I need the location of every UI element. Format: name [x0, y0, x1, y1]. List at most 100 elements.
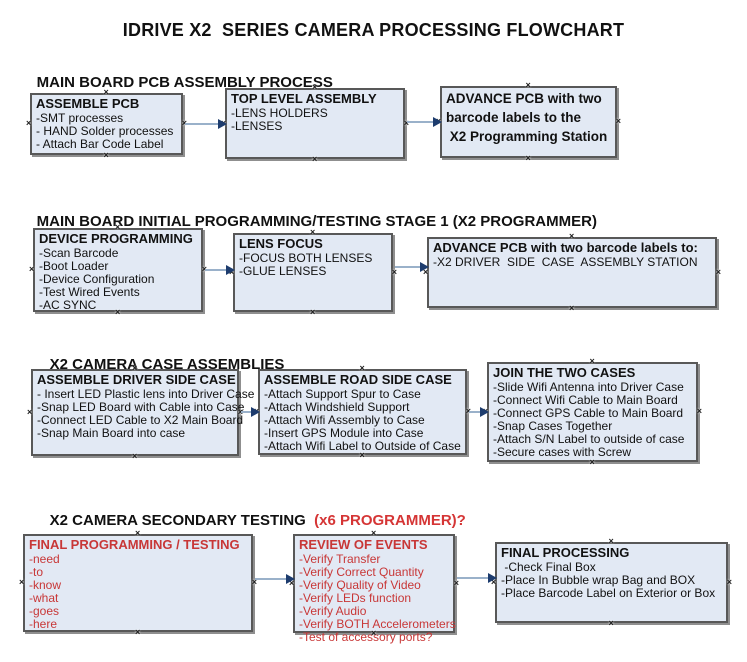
connector-arrow-icon	[395, 262, 429, 272]
box-lines: -need-to-know-what-goes-here	[29, 553, 247, 631]
connector-arrow-icon	[185, 119, 227, 129]
box-line: -Verify Transfer	[299, 552, 381, 566]
connection-handle-icon: ×	[182, 119, 187, 128]
box-title: FINAL PROGRAMMING / TESTING	[29, 537, 240, 552]
box-line: -Test Wired Events	[39, 285, 140, 299]
flow-box-advance-to-case-assembly: ADVANCE PCB with two barcode labels to: …	[423, 232, 721, 313]
connection-handle-icon: ×	[135, 627, 141, 637]
box-lines: -Check Final Box-Place In Bubble wrap Ba…	[501, 561, 722, 600]
flow-box-assemble-road-side-case: ASSEMBLE ROAD SIDE CASE -Attach Support …	[254, 364, 471, 460]
box-lines: -X2 DRIVER SIDE CASE ASSEMBLY STATION	[433, 256, 711, 269]
connection-handle-icon: ×	[359, 450, 365, 460]
connector-arrow-icon	[241, 407, 260, 417]
box-lines: -Scan Barcode-Boot Loader-Device Configu…	[39, 247, 197, 312]
connection-handle-icon: ×	[19, 577, 25, 587]
box-line: -Snap Main Board into case	[37, 426, 186, 440]
box-lines: - Insert LED Plastic lens into Driver Ca…	[37, 387, 255, 440]
connector-arrow-icon	[255, 574, 295, 584]
box-line: -AC SYNC	[39, 298, 97, 312]
flow-box-final-processing: FINAL PROCESSING -Check Final Box-Place …	[491, 537, 732, 628]
connection-handle-icon: ×	[589, 356, 595, 366]
page-title: IDRIVE X2 SERIES CAMERA PROCESSING FLOWC…	[122, 20, 625, 40]
box-title: ADVANCE PCB with two barcode labels to:	[433, 240, 698, 255]
box-lines: -SMT processes- HAND Solder processes- A…	[36, 112, 177, 151]
box-line: -SMT processes	[36, 111, 124, 125]
box-line: -Check Final Box	[501, 560, 596, 574]
box-line: -GLUE LENSES	[239, 264, 327, 278]
box-line: -Secure cases with Screw	[493, 445, 632, 459]
box-lines: -LENS HOLDERS-LENSES	[231, 107, 399, 133]
connection-handle-icon: ×	[26, 118, 32, 128]
connection-handle-icon: ×	[115, 222, 121, 232]
box-line: - Attach Bar Code Label	[36, 137, 164, 151]
section-header-secondary-testing: X2 CAMERA SECONDARY TESTING (x6 PROGRAMM…	[33, 495, 466, 546]
flow-box-top-level-assembly: TOP LEVEL ASSEMBLY -LENS HOLDERS-LENSES …	[221, 83, 409, 164]
connection-handle-icon: ×	[589, 457, 595, 467]
box-line: -Attach Wifi Label to Outside of Case	[264, 439, 461, 453]
box-line: -Verify BOTH Accelerometers	[299, 617, 456, 631]
connection-handle-icon: ×	[404, 118, 409, 128]
flow-box-advance-to-programming-station: ADVANCE PCB with two barcode labels to t…	[436, 81, 621, 163]
connector-arrow-icon	[407, 117, 442, 127]
flow-box-device-programming: DEVICE PROGRAMMING -Scan Barcode-Boot Lo…	[29, 223, 207, 317]
box-title: ASSEMBLE PCB	[36, 96, 140, 111]
connection-handle-icon: ×	[569, 231, 575, 241]
box-line: -Snap LED Board with Cable into Case	[37, 400, 245, 414]
section-header-text: MAIN BOARD INITIAL PROGRAMMING/TESTING S…	[36, 213, 597, 230]
connector-arrow-icon	[457, 573, 497, 583]
box-line: -Attach Windshield Support	[264, 400, 410, 414]
box-title: TOP LEVEL ASSEMBLY	[231, 91, 377, 106]
flow-box-lens-focus: LENS FOCUS -FOCUS BOTH LENSES-GLUE LENSE…	[229, 228, 397, 317]
box-line: -to	[29, 565, 44, 579]
connection-handle-icon: ×	[371, 628, 377, 638]
section-header-red-text: (x6 PROGRAMMER)?	[309, 512, 466, 529]
section-header-pcb-assembly: MAIN BOARD PCB ASSEMBLY PROCESS	[20, 57, 333, 108]
box-line: -Verify Correct Quantity	[299, 565, 424, 579]
box-line: -LENSES	[231, 119, 283, 133]
box-line: -Verify LEDs function	[299, 591, 412, 605]
box-line: -need	[29, 552, 60, 566]
connection-handle-icon: ×	[27, 406, 33, 417]
box-line: -Connect LED Cable to X2 Main Board	[37, 413, 244, 427]
section-header-initial-programming: MAIN BOARD INITIAL PROGRAMMING/TESTING S…	[20, 196, 597, 247]
box-line: -Boot Loader	[39, 259, 109, 273]
section-header-text: MAIN BOARD PCB ASSEMBLY PROCESS	[36, 74, 333, 91]
connection-handle-icon: ×	[696, 406, 702, 416]
connection-handle-icon: ×	[115, 307, 121, 317]
box-line: -goes	[29, 604, 60, 618]
connection-handle-icon: ×	[132, 363, 138, 373]
connection-handle-icon: ×	[312, 82, 318, 92]
box-line: -Connect Wifi Cable to Main Board	[493, 393, 678, 407]
box-line: -Verify Quality of Video	[299, 578, 421, 592]
connection-handle-icon: ×	[103, 150, 109, 160]
box-title: FINAL PROCESSING	[501, 545, 630, 560]
connection-handle-icon: ×	[525, 80, 531, 90]
box-line: -Verify Audio	[299, 604, 367, 618]
box-line: -Attach Wifi Assembly to Case	[264, 413, 425, 427]
connection-handle-icon: ×	[135, 528, 141, 538]
box-title: ASSEMBLE DRIVER SIDE CASE	[37, 372, 236, 387]
connection-handle-icon: ×	[391, 266, 397, 277]
connection-handle-icon: ×	[466, 407, 471, 416]
box-line: -Insert GPS Module into Case	[264, 426, 424, 440]
box-line: -Test of accessory ports?	[299, 630, 433, 644]
box-lines: -Verify Transfer-Verify Correct Quantity…	[299, 552, 456, 644]
box-line: -Scan Barcode	[39, 246, 119, 260]
flow-box-review-of-events: REVIEW OF EVENTS -Verify Transfer-Verify…	[289, 529, 459, 644]
box-line: -Device Configuration	[39, 272, 155, 286]
box-title: DEVICE PROGRAMMING	[39, 231, 193, 246]
box-line: - Insert LED Plastic lens into Driver Ca…	[37, 387, 255, 401]
box-line: -what	[29, 591, 59, 605]
box-title: ASSEMBLE ROAD SIDE CASE	[264, 372, 452, 387]
box-line: -Place In Bubble wrap Bag and BOX	[501, 573, 696, 587]
connection-handle-icon: ×	[371, 528, 377, 538]
connection-handle-icon: ×	[569, 303, 575, 313]
box-line: -Connect GPS Cable to Main Board	[493, 406, 684, 420]
flow-box-join-the-two-cases: JOIN THE TWO CASES -Slide Wifi Antenna i…	[483, 357, 702, 467]
connection-handle-icon: ×	[726, 576, 732, 587]
box-title: JOIN THE TWO CASES	[493, 365, 636, 380]
box-title: ADVANCE PCB with two barcode labels to t…	[446, 91, 608, 144]
connection-handle-icon: ×	[453, 577, 459, 588]
box-line: -X2 DRIVER SIDE CASE ASSEMBLY STATION	[433, 255, 698, 269]
